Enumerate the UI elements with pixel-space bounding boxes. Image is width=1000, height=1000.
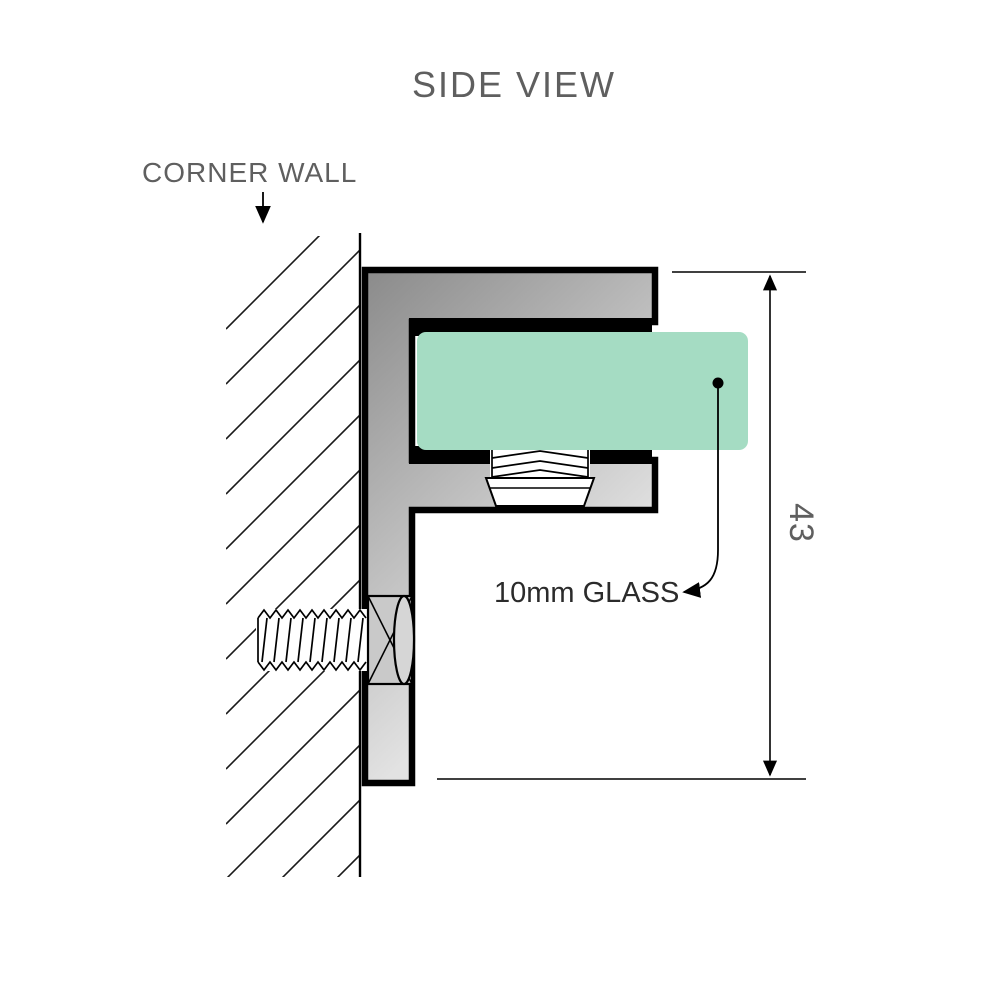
- page-title: SIDE VIEW: [412, 64, 616, 105]
- glass-label: 10mm GLASS: [494, 577, 679, 609]
- dimension-label: 43: [782, 503, 820, 543]
- corner-wall-label: CORNER WALL: [142, 157, 357, 188]
- glass-panel: [417, 332, 748, 450]
- channel-gasket-top: [409, 318, 652, 336]
- height-dimension: 43: [437, 271, 820, 780]
- adjuster-bushing: [484, 450, 596, 507]
- fixing-screw: [256, 594, 416, 686]
- glass-leader: [682, 377, 724, 598]
- wall-hatching: [226, 236, 360, 877]
- leader-dot: [712, 377, 724, 389]
